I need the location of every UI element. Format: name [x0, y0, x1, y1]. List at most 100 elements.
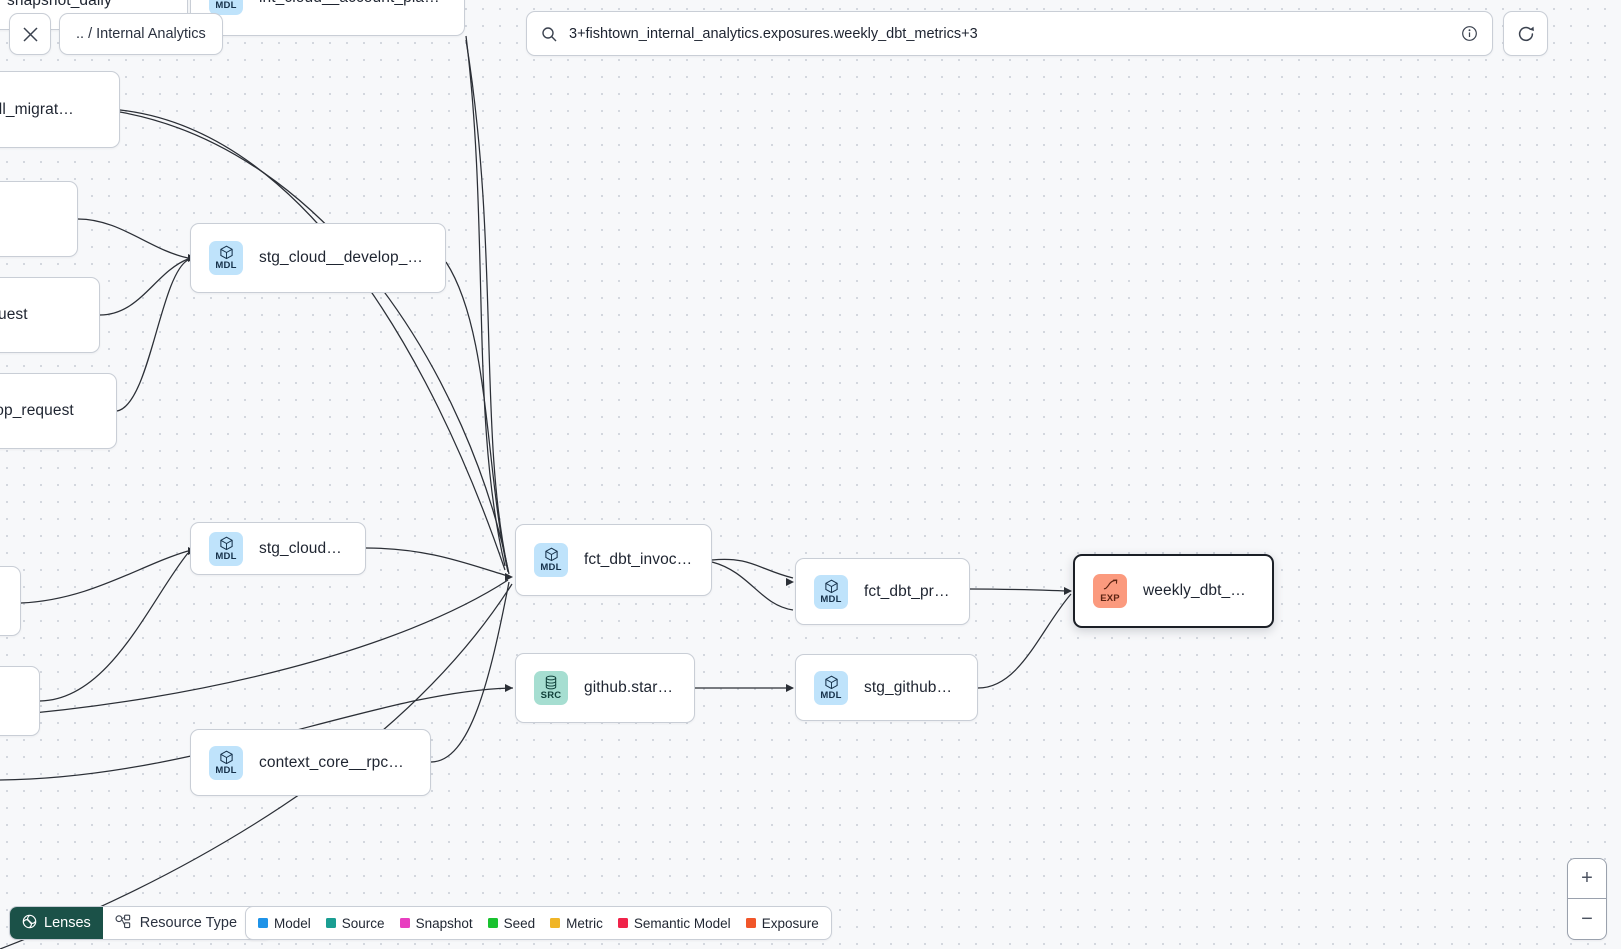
- legend-item-semantic-model[interactable]: Semantic Model: [617, 915, 731, 931]
- badge-text: MDL: [540, 562, 562, 574]
- graph-node[interactable]: MDLvelop_request: [0, 277, 100, 353]
- resource-type-badge: MDL: [209, 0, 243, 15]
- graph-node[interactable]: MDL fct_dbt_projects: [795, 558, 970, 625]
- cube-icon: [219, 750, 234, 765]
- refresh-icon: [1516, 24, 1536, 44]
- graph-node[interactable]: MDL fct_dbt_invocations: [515, 524, 712, 596]
- graph-node[interactable]: SRC github.stargazers: [515, 653, 695, 723]
- graph-node[interactable]: MDLint_cloud__account_plan_history: [190, 0, 465, 36]
- node-label: multicell_migrat…: [0, 100, 74, 118]
- search-bar[interactable]: [526, 11, 1493, 56]
- close-button[interactable]: [9, 13, 51, 55]
- graph-node[interactable]: MDL stg_cloud__develop_requests: [190, 223, 446, 293]
- cube-icon: [219, 536, 234, 551]
- node-label: fct_dbt_invocations: [584, 551, 693, 568]
- legend-swatch: [258, 918, 268, 928]
- node-label: stg_cloud__runs: [259, 539, 347, 557]
- legend-item-source[interactable]: Source: [325, 915, 385, 931]
- graph-node[interactable]: MDL context_core__rpc_request: [190, 729, 431, 796]
- cube-icon: [824, 675, 839, 690]
- legend-swatch: [550, 918, 561, 928]
- close-icon: [22, 26, 39, 43]
- chart-line-icon: [1103, 579, 1117, 590]
- node-label: snapshot_daily: [7, 0, 112, 9]
- resource-type-label: Resource Type: [139, 915, 238, 931]
- search-input[interactable]: [567, 24, 1461, 43]
- graph-node[interactable]: MDL_develop_request: [0, 373, 117, 449]
- badge-text: MDL: [215, 260, 237, 272]
- resource-type-badge: MDL: [209, 241, 243, 275]
- badge-text: MDL: [820, 689, 842, 701]
- node-label: _develop_request: [0, 402, 74, 419]
- legend-label: Source: [341, 915, 385, 931]
- legend-label: Exposure: [761, 915, 819, 931]
- lenses-label: Lenses: [44, 915, 91, 931]
- legend-swatch: [399, 918, 410, 928]
- plus-icon: +: [1581, 867, 1593, 889]
- breadcrumb-label: .. / Internal Analytics: [76, 26, 206, 42]
- cube-icon: [219, 245, 234, 260]
- cube-icon: [219, 536, 233, 550]
- cube-icon: [824, 579, 839, 594]
- legend-item-seed[interactable]: Seed: [487, 915, 536, 931]
- legend-label: Seed: [503, 915, 536, 931]
- graph-node[interactable]: MDLn: [0, 566, 21, 636]
- legend-swatch: [617, 918, 628, 928]
- resource-type-button[interactable]: Resource Type: [102, 907, 272, 939]
- resource-type-legend: Model Source Snapshot Seed Metric Semantic Mo…: [245, 906, 832, 940]
- legend-label: Metric: [566, 915, 603, 931]
- badge-text: MDL: [215, 764, 237, 776]
- zoom-in-button[interactable]: +: [1568, 859, 1606, 899]
- database-icon: [545, 675, 557, 690]
- lenses-button[interactable]: Lenses: [10, 907, 103, 939]
- node-label: velop_request: [0, 306, 28, 323]
- node-label: fct_dbt_projects: [864, 582, 951, 600]
- legend-item-snapshot[interactable]: Snapshot: [399, 915, 473, 931]
- graph-node[interactable]: EXP weekly_dbt_metrics: [1073, 554, 1274, 628]
- badge-text: SRC: [540, 690, 562, 702]
- cube-icon: [219, 750, 233, 764]
- graph-node[interactable]: MDL stg_cloud__runs: [190, 522, 366, 575]
- legend-item-metric[interactable]: Metric: [550, 916, 603, 931]
- bottom-toolbar: Lenses Resource Type: [9, 906, 273, 940]
- lens-icon: [22, 914, 37, 933]
- node-label: weekly_dbt_metrics: [1143, 582, 1254, 599]
- info-icon[interactable]: [1461, 25, 1478, 42]
- badge-text: MDL: [215, 0, 237, 12]
- graph-node[interactable]: MDLmulticell_migrat…: [0, 71, 120, 148]
- resource-type-badge: EXP: [1093, 574, 1127, 608]
- graph-node[interactable]: MDL_run: [0, 666, 40, 736]
- legend-item-model[interactable]: Model: [258, 916, 311, 931]
- resource-type-badge: MDL: [814, 670, 848, 705]
- minus-icon: −: [1581, 907, 1593, 930]
- chart-line-icon: [1103, 578, 1118, 593]
- legend-label: Semantic Model: [633, 915, 731, 931]
- zoom-out-button[interactable]: −: [1568, 899, 1606, 939]
- legend-label: Snapshot: [415, 915, 473, 931]
- node-label: github.stargazers: [584, 679, 676, 696]
- cube-icon: [824, 675, 838, 689]
- refresh-button[interactable]: [1503, 11, 1548, 56]
- legend-swatch: [487, 918, 498, 928]
- graph-node[interactable]: MDLp_request: [0, 181, 78, 257]
- node-label: context_core__rpc_request: [259, 753, 412, 771]
- resource-type-badge: MDL: [534, 543, 568, 577]
- node-label: stg_cloud__develop_requests: [259, 249, 427, 266]
- cube-icon: [219, 245, 233, 260]
- badge-text: EXP: [1100, 593, 1120, 605]
- zoom-controls: + −: [1567, 858, 1607, 940]
- resource-type-badge: MDL: [209, 531, 243, 566]
- search-icon: [541, 26, 557, 42]
- graph-node[interactable]: MDL stg_github__stars: [795, 654, 978, 721]
- cube-icon: [544, 547, 559, 562]
- badge-text: MDL: [215, 550, 237, 562]
- legend-swatch: [325, 918, 336, 928]
- node-label: stg_github__stars: [864, 678, 959, 696]
- legend-item-exposure[interactable]: Exposure: [745, 915, 819, 931]
- legend-label: Model: [274, 915, 311, 931]
- cube-icon: [544, 547, 558, 562]
- resource-type-badge: MDL: [814, 574, 848, 609]
- breadcrumb[interactable]: .. / Internal Analytics: [59, 13, 223, 55]
